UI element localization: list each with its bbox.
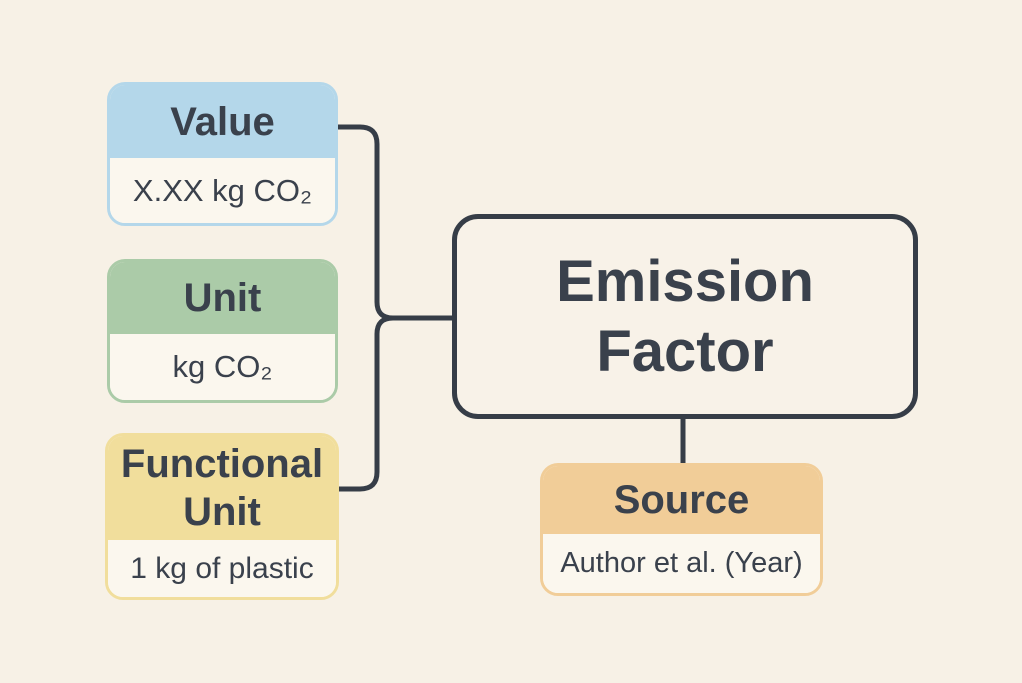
node-value: Value X.XX kg CO₂ xyxy=(107,82,338,226)
node-functional-unit-text: 1 kg of plastic xyxy=(108,540,336,597)
connector-value-to-center xyxy=(337,124,453,321)
node-value-text: X.XX kg CO₂ xyxy=(110,158,335,223)
node-unit: Unit kg CO₂ xyxy=(107,259,338,403)
node-functional-unit-title: Functional Unit xyxy=(108,436,336,540)
node-source: Source Author et al. (Year) xyxy=(540,463,823,596)
node-source-title: Source xyxy=(543,466,820,534)
node-source-text: Author et al. (Year) xyxy=(543,534,820,593)
node-emission-factor: Emission Factor xyxy=(452,214,918,419)
node-unit-text: kg CO₂ xyxy=(110,334,335,400)
node-unit-title: Unit xyxy=(110,262,335,334)
node-emission-factor-title: Emission Factor xyxy=(556,248,814,384)
node-value-title: Value xyxy=(110,85,335,158)
connector-functional-unit-to-center xyxy=(339,315,394,492)
node-functional-unit: Functional Unit 1 kg of plastic xyxy=(105,433,339,600)
